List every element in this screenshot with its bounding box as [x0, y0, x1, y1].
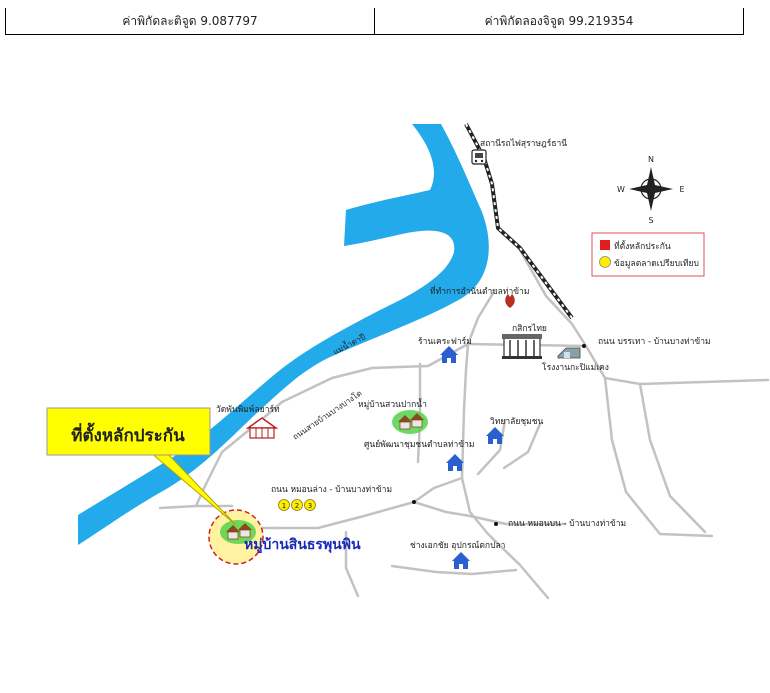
river — [78, 124, 489, 545]
junction-dot — [582, 344, 586, 348]
kasikorn-label: กสิกรไทย — [512, 323, 547, 334]
road-lower-label: ถนน หมอนล่าง - บ้านบางท่าข้าม — [271, 484, 392, 495]
legend-subject-label: ที่ตั้งหลักประกัน — [614, 240, 671, 252]
road-network — [158, 248, 770, 600]
community-house-icon — [446, 454, 464, 471]
compass-n: N — [648, 155, 654, 164]
legend-comparable-swatch — [599, 256, 611, 268]
temple-building-icon — [245, 417, 279, 439]
comparable-number-3: 3 — [308, 502, 312, 510]
longitude-cell: ค่าพิกัดลองจิจูด 99.219354 — [374, 8, 744, 35]
subject-village-name: หมู่บ้านสินธรพุนพิน — [244, 537, 361, 553]
legend-subject-swatch — [600, 240, 610, 250]
legend: ที่ตั้งหลักประกัน ข้อมูลตลาดเปรียบเทียบ — [591, 232, 705, 277]
subject-location-marker — [208, 509, 264, 565]
community-center-label: ศูนย์พัฒนาชุมชนตำบลท่าข้าม — [364, 439, 474, 450]
train-icon — [471, 149, 487, 165]
junction-dot — [494, 522, 498, 526]
district-office-icon — [505, 294, 515, 308]
school-house-icon — [486, 427, 504, 444]
road-diagonal-label: ถนนสายบ้านบางบางโด — [291, 388, 364, 442]
comparable-markers: 1 2 3 — [278, 499, 316, 511]
road-bantha-label: ถนน บรรเทา - บ้านบางท่าข้าม — [598, 336, 711, 347]
latitude-cell: ค่าพิกัดละติจูด 9.087797 — [5, 8, 375, 35]
shop-label: ร้านเคระฟาร์ม — [418, 336, 472, 347]
train-station-label: สถานีรถไฟสุราษฎร์ธานี — [480, 138, 567, 149]
district-office-label: ที่ทำการอำนันตำบลท่าข้าม — [430, 285, 529, 297]
comparable-marker-3 — [304, 499, 316, 511]
road-upper-label: ถนน หมอนบน - บ้านบางท่าข้าม — [508, 518, 626, 529]
compass-e: E — [679, 185, 684, 194]
comparable-marker-2 — [291, 499, 303, 511]
callout-label: ที่ตั้งหลักประกัน — [71, 422, 185, 446]
fishing-shop-house-icon — [452, 552, 470, 569]
factory-label: โรงงานกะปิแม่เคง — [542, 362, 609, 373]
bank-building-icon — [502, 334, 542, 359]
compass-w: W — [617, 185, 625, 194]
comparable-number-1: 1 — [282, 502, 286, 510]
temple-label: วัดพันพิมพ์ลยาร์ท — [216, 404, 280, 415]
school-label: วิทยาลัยชุมชน — [490, 417, 544, 427]
coordinate-table: ค่าพิกัดละติจูด 9.087797 ค่าพิกัดลองจิจู… — [5, 8, 744, 35]
legend-comparable-label: ข้อมูลตลาดเปรียบเทียบ — [614, 258, 699, 269]
compass-icon — [629, 167, 673, 211]
comparable-number-2: 2 — [295, 502, 299, 510]
factory-icon — [557, 347, 581, 359]
comparable-marker-1 — [278, 499, 290, 511]
compass-s: S — [648, 216, 653, 225]
shop-house-icon — [440, 346, 458, 363]
village-garden-icon — [392, 410, 428, 434]
junction-dot — [412, 500, 416, 504]
village-garden-label: หมู่บ้านสวนปากน้ำ — [358, 398, 427, 410]
fishing-shop-label: ช่างเอกชัย อุปกรณ์ตกปลา — [410, 540, 505, 551]
callout-box — [46, 407, 211, 456]
